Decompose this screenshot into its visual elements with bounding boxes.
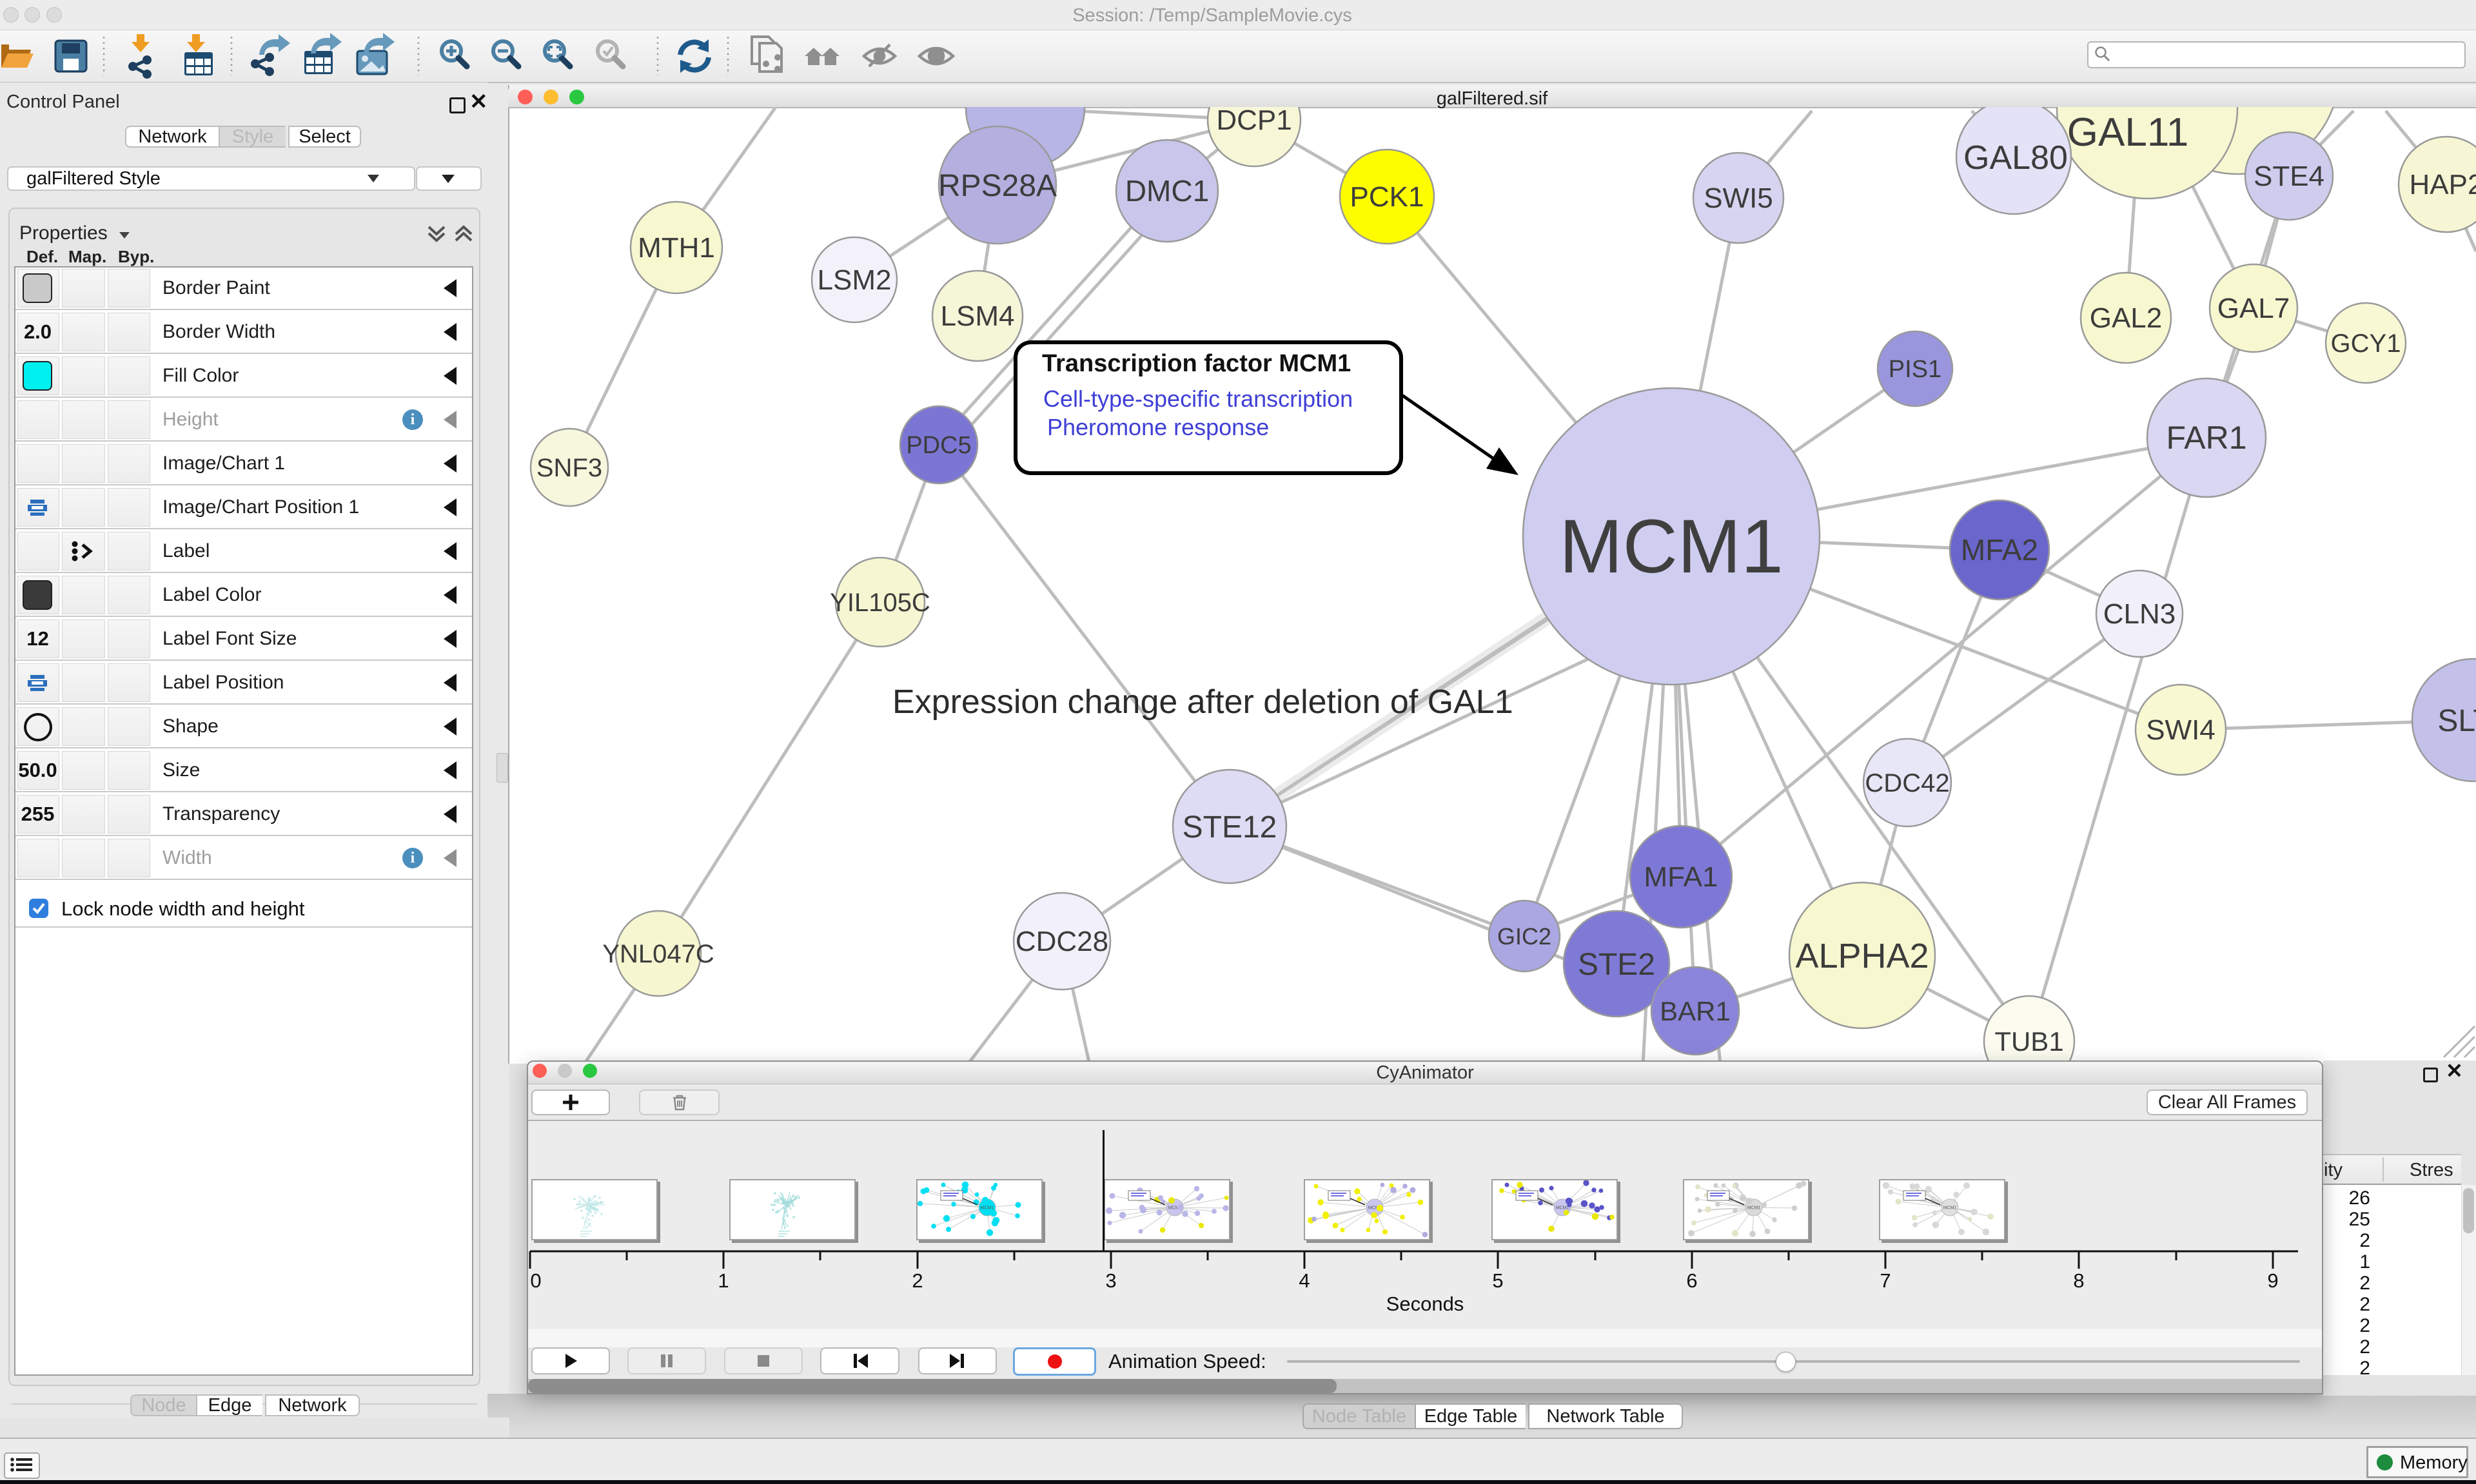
svg-text:MFA2: MFA2 xyxy=(1961,533,2038,567)
svg-text:SLT2: SLT2 xyxy=(2437,704,2476,738)
svg-text:1: 1 xyxy=(718,1269,729,1292)
svg-text:MCM1: MCM1 xyxy=(1559,504,1783,589)
svg-text:GCY1: GCY1 xyxy=(2331,329,2401,358)
svg-text:YNL047C: YNL047C xyxy=(602,940,714,968)
svg-text:LSM2: LSM2 xyxy=(818,264,892,296)
svg-text:PIS1: PIS1 xyxy=(1889,356,1941,383)
svg-text:MFA1: MFA1 xyxy=(1644,861,1718,893)
svg-text:TUB1: TUB1 xyxy=(1994,1026,2063,1057)
svg-text:Cell-type-specific transcripti: Cell-type-specific transcription xyxy=(1043,386,1353,412)
svg-text:MCM1: MCM1 xyxy=(981,1206,994,1211)
svg-text:8: 8 xyxy=(2073,1269,2084,1292)
svg-text:STE12: STE12 xyxy=(1183,810,1277,845)
svg-text:6: 6 xyxy=(1686,1269,1697,1292)
svg-text:STE4: STE4 xyxy=(2254,161,2324,192)
svg-text:Transcription factor MCM1: Transcription factor MCM1 xyxy=(1042,350,1351,377)
svg-text:GAL80: GAL80 xyxy=(1963,139,2068,177)
svg-text:Expression change after deleti: Expression change after deletion of GAL1 xyxy=(892,683,1513,721)
svg-text:RPS28A: RPS28A xyxy=(938,169,1057,203)
svg-text:9: 9 xyxy=(2267,1269,2278,1292)
svg-text:FAR1: FAR1 xyxy=(2166,420,2246,456)
svg-text:MTH1: MTH1 xyxy=(638,232,715,264)
svg-text:GAL2: GAL2 xyxy=(2090,302,2163,334)
svg-text:CDC28: CDC28 xyxy=(1016,926,1108,957)
svg-text:MCM1: MCM1 xyxy=(1368,1206,1382,1211)
svg-text:DMC1: DMC1 xyxy=(1125,174,1209,208)
svg-text:2: 2 xyxy=(912,1269,923,1292)
svg-text:Pheromone response: Pheromone response xyxy=(1047,414,1269,440)
svg-text:5: 5 xyxy=(1492,1269,1503,1292)
svg-text:0: 0 xyxy=(530,1269,541,1292)
svg-text:GIC2: GIC2 xyxy=(1497,923,1551,950)
svg-text:SWI5: SWI5 xyxy=(1704,182,1773,214)
svg-text:MCM1: MCM1 xyxy=(1168,1206,1182,1211)
svg-text:7: 7 xyxy=(1880,1269,1891,1292)
svg-text:SWI4: SWI4 xyxy=(2146,714,2216,746)
svg-text:HAP2: HAP2 xyxy=(2410,169,2476,200)
svg-text:PCK1: PCK1 xyxy=(1350,181,1424,213)
svg-text:GAL7: GAL7 xyxy=(2217,293,2290,324)
svg-text:DCP1: DCP1 xyxy=(1216,107,1292,136)
svg-text:MCM1: MCM1 xyxy=(1556,1206,1569,1211)
svg-text:CLN3: CLN3 xyxy=(2103,598,2176,630)
svg-text:GAL11: GAL11 xyxy=(2067,110,2188,155)
svg-text:STE2: STE2 xyxy=(1578,948,1655,982)
svg-text:PDC5: PDC5 xyxy=(906,432,971,459)
svg-text:CDC42: CDC42 xyxy=(1865,769,1949,797)
svg-text:BAR1: BAR1 xyxy=(1660,996,1731,1026)
svg-text:MCM1: MCM1 xyxy=(1943,1206,1957,1211)
svg-text:LSM4: LSM4 xyxy=(941,300,1015,332)
svg-text:3: 3 xyxy=(1105,1269,1116,1292)
svg-text:YIL105C: YIL105C xyxy=(830,589,930,617)
svg-text:ALPHA2: ALPHA2 xyxy=(1795,937,1929,975)
svg-text:4: 4 xyxy=(1299,1269,1310,1292)
svg-text:SNF3: SNF3 xyxy=(536,454,602,482)
svg-text:MCM1: MCM1 xyxy=(1747,1206,1761,1211)
